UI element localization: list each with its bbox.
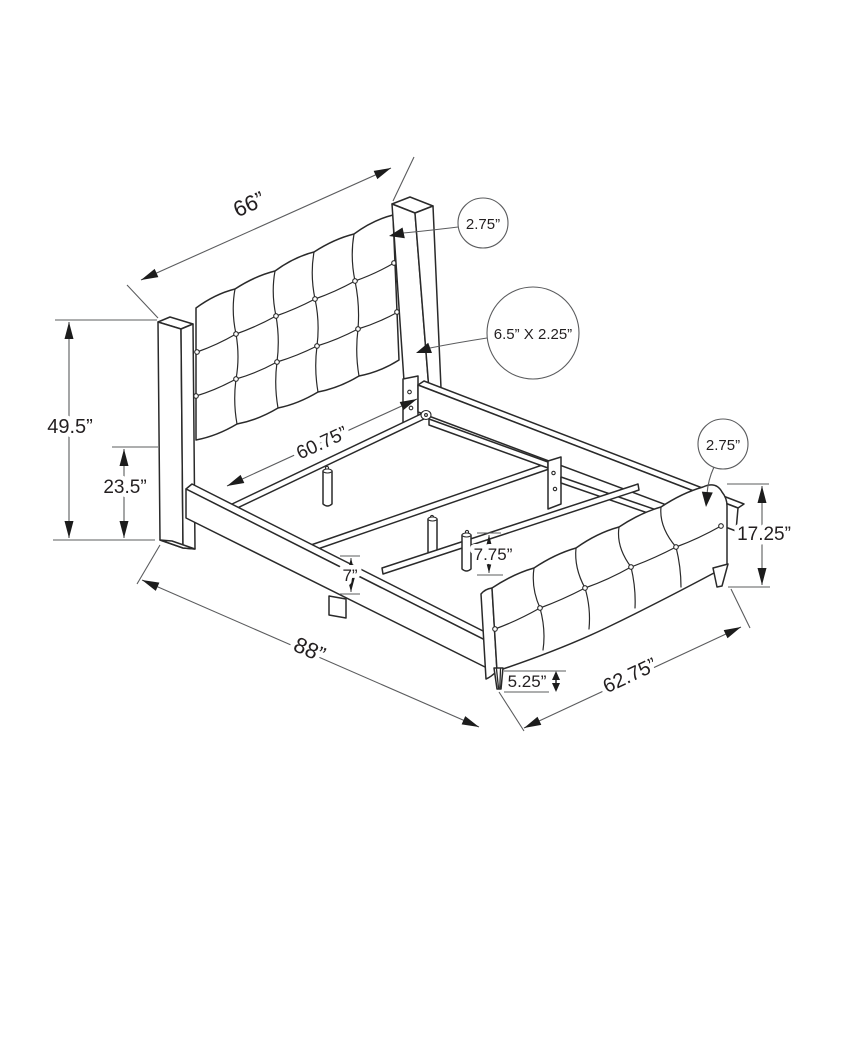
headboard-seam-col2 (272, 270, 279, 409)
dim-rail-top-height: 23.5” (99, 446, 158, 538)
dim-side-rail-height-label: 7” (342, 566, 357, 585)
slat-1-leg (322, 470, 333, 507)
dim-front-leg-height-label: 5.25” (508, 672, 547, 691)
callout-leg-cross-section: 6.5” X 2.25” (414, 286, 580, 380)
callout-post-thickness-label: 2.75” (466, 216, 500, 233)
headboard-seam-col4 (351, 233, 360, 377)
dim-center-leg-height-label: 7.75” (474, 545, 513, 564)
headboard-right-post (391, 196, 442, 426)
headboard-tuft-buttons (193, 260, 400, 399)
headboard-panel (193, 214, 400, 441)
bed-drawing (157, 196, 745, 690)
left-post-front-face (157, 321, 184, 549)
slat-3 (381, 483, 640, 575)
side-rail-wood-leg (328, 595, 347, 619)
footboard-right-leg (712, 563, 729, 588)
side-rail-left (185, 483, 494, 669)
footboard (480, 484, 729, 690)
center-bracket-plate (547, 456, 562, 510)
headboard-seam-col3 (311, 251, 319, 393)
headboard-seam-row2 (195, 311, 399, 397)
bracket-hole (407, 389, 412, 395)
side-rail-right (417, 380, 745, 532)
dim-rail-top-height-label: 23.5” (103, 477, 146, 498)
dim-footboard-height: 17.25” (727, 483, 795, 588)
dim-front-leg-height: 5.25” (504, 670, 566, 693)
dim-headboard-width-label: 66” (229, 186, 268, 222)
dim-center-leg-height: 7.75” (469, 532, 517, 576)
front-leg-flutes (495, 668, 502, 689)
dim-headboard-height-label: 49.5” (47, 416, 93, 438)
callout-footboard-thickness: 2.75” (697, 418, 749, 508)
headboard-seam-row1 (196, 262, 395, 353)
dim-headboard-height: 49.5” (43, 319, 157, 541)
dim-footboard-height-label: 17.25” (737, 524, 791, 545)
dim-footboard-width-label: 62.75” (600, 654, 661, 698)
callout-footboard-thickness-label: 2.75” (706, 437, 740, 454)
slat-3-leg (461, 534, 472, 572)
left-post-bottom-face (159, 539, 196, 550)
headboard-seam-col1 (232, 288, 239, 425)
callout-leg-cross-section-label: 6.5” X 2.25” (494, 326, 572, 343)
dim-bed-length-label: 88” (290, 632, 329, 668)
callout-post-thickness: 2.75” (387, 197, 509, 249)
footboard-seam-row (494, 525, 722, 630)
bracket-hole (408, 405, 414, 411)
slat-2-leg (427, 518, 438, 555)
footboard-tuft-buttons (492, 523, 724, 632)
